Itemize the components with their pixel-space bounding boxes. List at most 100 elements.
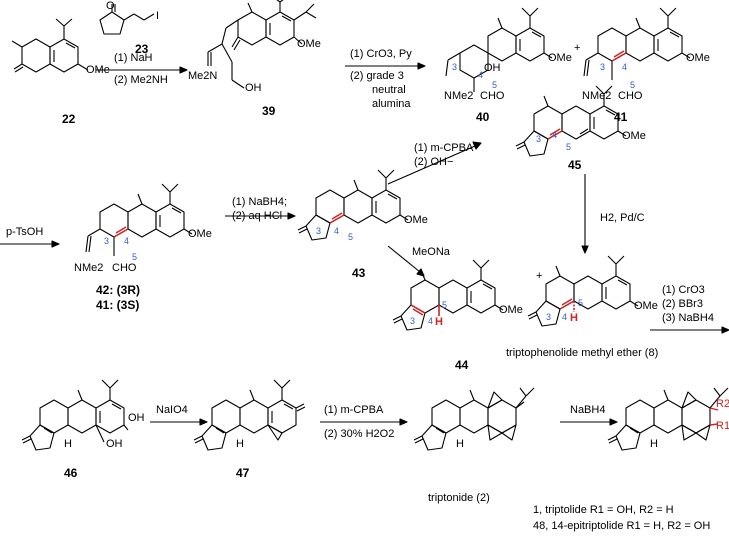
compound-41-3s-label: 41: (3S)	[96, 298, 140, 312]
ome-39: OMe	[297, 38, 321, 50]
ome-40: OMe	[548, 52, 572, 64]
iodo-23: I	[156, 10, 160, 22]
cho-41: CHO	[618, 90, 643, 102]
cho-40: CHO	[480, 90, 505, 102]
condition-step6: MeONa	[412, 246, 450, 258]
r2-label: R2	[716, 398, 729, 410]
locant-5-8: 5	[578, 298, 584, 308]
condition-step7: H2, Pd/C	[600, 212, 645, 224]
condition-step4-line1: (1) NaBH4;	[232, 196, 288, 208]
locant-3-43: 3	[316, 226, 322, 236]
h-8: H	[570, 312, 578, 324]
locant-5-43: 5	[348, 232, 354, 242]
structure-1	[607, 387, 729, 451]
compound-47-label: 47	[236, 466, 250, 480]
me2n-39: Me2N	[188, 70, 218, 82]
structure-46	[21, 379, 129, 451]
structure-23	[99, 4, 155, 35]
compound-2-label: triptonide (2)	[428, 492, 490, 504]
structure-22	[11, 18, 89, 73]
structure-2	[413, 387, 535, 451]
condition-step5-line1: (1) m-CPBA	[414, 142, 474, 154]
plus-1: +	[574, 42, 581, 54]
structure-40	[445, 7, 553, 92]
condition-step2-line3: neutral	[372, 84, 406, 96]
condition-step10-line2: (2) 30% H2O2	[324, 428, 395, 440]
compound-1-label: 1, triptolide R1 = OH, R2 = H	[533, 504, 674, 516]
compound-41-label: 41	[614, 110, 628, 124]
h-44: H	[435, 316, 443, 328]
locant-3-40: 3	[452, 62, 458, 72]
compound-23-label: 23	[135, 42, 149, 56]
condition-step8-line1: (1) CrO3	[662, 284, 705, 296]
compound-39-label: 39	[262, 104, 276, 118]
locant-4-44: 4	[428, 316, 434, 326]
condition-step8-line3: (3) NaBH4	[662, 312, 714, 324]
ome-43: OMe	[404, 214, 428, 226]
locant-3-44: 3	[410, 316, 416, 326]
structure-42	[85, 183, 193, 256]
oh-46-benzylic: OH	[106, 438, 123, 450]
compound-45-label: 45	[568, 158, 582, 172]
r1-label: R1	[716, 420, 729, 432]
structure-39	[207, 0, 317, 89]
condition-step3: p-TsOH	[6, 226, 44, 238]
locant-5-40: 5	[492, 80, 498, 90]
condition-step2-line1: (1) CrO3, Py	[350, 48, 412, 60]
ome-42: OMe	[188, 228, 212, 240]
condition-step11: NaBH4	[570, 404, 606, 416]
structure-43	[297, 169, 409, 241]
locant-3-41: 3	[600, 62, 606, 72]
condition-step1-line2: (2) Me2NH	[114, 74, 168, 86]
locant-4-42: 4	[124, 236, 130, 246]
compound-43-label: 43	[352, 266, 366, 280]
h-2: H	[456, 438, 464, 450]
oh-39: OH	[245, 82, 262, 94]
condition-step8-line2: (2) BBr3	[662, 298, 703, 310]
condition-step2-line4: alumina	[372, 98, 411, 110]
oh-40: OH	[484, 62, 501, 74]
h-1: H	[650, 438, 658, 450]
locant-4-41: 4	[622, 62, 628, 72]
locant-5-42: 5	[132, 252, 138, 262]
cho-42: CHO	[112, 262, 137, 274]
h-46: H	[64, 438, 72, 450]
compound-40-label: 40	[476, 110, 490, 124]
nme2-40: NMe2	[444, 90, 474, 102]
locant-5-41: 5	[630, 80, 636, 90]
condition-step1-line1: (1) NaH	[114, 52, 153, 64]
structure-47	[193, 379, 306, 451]
ome-22: OMe	[86, 64, 110, 76]
compound-22-label: 22	[62, 112, 76, 126]
ome-41: OMe	[686, 52, 710, 64]
nme2-41: NMe2	[582, 90, 612, 102]
compound-42-label: 42: (3R)	[96, 283, 141, 297]
oh-46-phenol: OH	[128, 412, 145, 424]
locant-4-40: 4	[478, 70, 484, 80]
structure-44	[392, 259, 504, 331]
ome-45: OMe	[622, 130, 646, 142]
condition-step10-line1: (1) m-CPBA	[324, 404, 384, 416]
ome-44: OMe	[499, 304, 523, 316]
compound-48-label: 48, 14-epitriptolide R1 = H, R2 = OH	[533, 520, 711, 532]
locant-3-45: 3	[536, 134, 542, 144]
oxo-23: O	[106, 0, 115, 12]
locant-5-44: 5	[442, 300, 448, 310]
locant-3-42: 3	[104, 236, 110, 246]
locant-4-43: 4	[334, 226, 340, 236]
condition-step4-line2: (2) aq HCl	[232, 210, 283, 222]
locant-4-45: 4	[552, 130, 558, 140]
condition-step5-line2: (2) OH−	[414, 156, 454, 168]
compound-46-label: 46	[64, 466, 78, 480]
ome-8: OMe	[634, 300, 658, 312]
compound-44-label: 44	[455, 358, 469, 372]
condition-step2-line2: (2) grade 3	[350, 70, 404, 82]
locant-5-45: 5	[566, 142, 572, 152]
nme2-42: NMe2	[74, 262, 104, 274]
condition-step9: NaIO4	[156, 404, 188, 416]
locant-3-8: 3	[546, 312, 552, 322]
structure-8	[527, 255, 639, 327]
h-47: H	[236, 438, 244, 450]
locant-4-8: 4	[562, 312, 568, 322]
